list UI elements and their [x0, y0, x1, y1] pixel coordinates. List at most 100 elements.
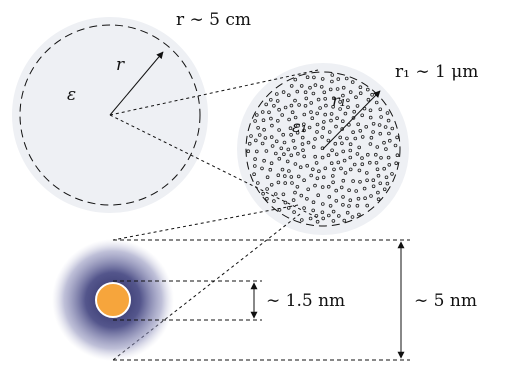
- particle-dot: [256, 126, 260, 130]
- particle-dot: [269, 135, 274, 139]
- particle-dot: [309, 173, 314, 178]
- particle-dot: [382, 140, 386, 145]
- particle-dot: [348, 148, 353, 153]
- particle-dot: [382, 187, 387, 192]
- particle-dot: [290, 181, 294, 185]
- particle-dot: [253, 157, 257, 161]
- particle-dot: [367, 160, 372, 165]
- particle-dot: [351, 179, 355, 183]
- particle-dot: [321, 216, 326, 221]
- particle-dot: [260, 166, 264, 171]
- particle-dot: [293, 77, 298, 82]
- particle-dot: [299, 218, 304, 222]
- particle-dot: [300, 142, 305, 146]
- particle-dot: [354, 189, 359, 193]
- particle-dot: [387, 131, 391, 136]
- particle-dot: [319, 85, 324, 89]
- particle-dot: [378, 107, 383, 112]
- particle-dot: [314, 161, 319, 165]
- small-radius-symbol: r₁: [332, 91, 346, 110]
- particle-dot: [328, 204, 333, 208]
- particle-dot: [326, 213, 331, 218]
- particle-dot: [347, 204, 351, 208]
- particle-dot: [305, 75, 310, 79]
- particle-dot: [357, 212, 361, 217]
- particle-dot: [262, 127, 266, 132]
- particle-dot: [353, 136, 358, 141]
- particle-dot: [368, 115, 373, 120]
- particle-dot: [336, 214, 341, 218]
- particle-dot: [296, 151, 300, 156]
- particle-dot: [269, 116, 273, 121]
- particle-dot: [275, 119, 280, 123]
- particle-dot: [267, 110, 271, 115]
- particle-dot: [365, 203, 370, 208]
- particle-dot: [329, 161, 334, 166]
- particle-dot: [340, 141, 344, 146]
- particle-dot: [345, 210, 350, 215]
- particle-dot: [315, 130, 319, 134]
- particle-dot: [346, 98, 350, 103]
- particle-dot: [331, 96, 336, 100]
- particle-dot: [261, 118, 266, 122]
- particle-dot: [308, 85, 312, 90]
- particle-dot: [352, 109, 357, 114]
- particle-dot: [295, 130, 300, 135]
- particle-dot: [341, 93, 345, 98]
- particle-dot: [360, 156, 364, 160]
- particle-dot: [336, 77, 341, 81]
- particle-dot: [270, 123, 274, 128]
- particle-dot: [268, 98, 273, 102]
- particle-dot: [385, 181, 390, 186]
- particle-dot: [365, 87, 370, 92]
- particle-dot: [287, 117, 291, 122]
- particle-dot: [348, 142, 353, 147]
- particle-dot: [285, 159, 290, 164]
- particle-dot: [386, 118, 391, 123]
- particle-dot: [305, 197, 309, 201]
- particle-dot: [379, 156, 383, 160]
- particle-dot: [357, 145, 362, 150]
- particle-dot: [357, 168, 362, 173]
- particle-dot: [371, 122, 376, 126]
- particle-dot: [382, 166, 387, 171]
- particle-dot: [246, 149, 251, 154]
- particle-dot: [338, 107, 342, 111]
- particle-dot: [331, 219, 336, 223]
- particle-dot: [332, 167, 336, 172]
- particle-dot: [356, 122, 361, 127]
- particle-dot: [249, 134, 253, 138]
- particle-dot: [377, 123, 382, 127]
- particle-dot: [387, 138, 392, 143]
- particle-dot: [306, 140, 311, 145]
- particle-dot: [273, 192, 278, 196]
- particle-dot: [315, 219, 320, 224]
- particle-dot: [279, 146, 284, 151]
- particle-dot: [254, 113, 259, 117]
- particle-dot: [260, 110, 265, 114]
- particle-dot: [313, 137, 317, 141]
- particle-dot: [301, 122, 306, 127]
- particle-dot: [371, 184, 376, 189]
- particle-dot: [342, 218, 347, 223]
- shell-size-label: ∼ 5 nm: [414, 291, 477, 311]
- particle-dot: [362, 186, 367, 191]
- particle-dot: [350, 215, 355, 219]
- particle-dot: [283, 181, 288, 185]
- particle-dot: [334, 124, 338, 129]
- particle-dot: [277, 156, 282, 161]
- particle-dot: [316, 193, 321, 198]
- particle-dot: [291, 139, 296, 143]
- particle-dot: [313, 154, 318, 159]
- particle-dot: [321, 120, 326, 124]
- particle-dot: [386, 155, 391, 160]
- size-guides: [113, 239, 410, 361]
- small-permittivity-symbol: ε₁: [292, 117, 307, 136]
- particle-dot: [373, 152, 378, 157]
- particle-dot: [299, 193, 304, 198]
- particle-dot: [338, 135, 343, 140]
- particle-dot: [313, 183, 317, 188]
- particle-dot: [384, 175, 389, 180]
- small-sphere: [237, 63, 409, 235]
- particle-dot: [390, 126, 395, 131]
